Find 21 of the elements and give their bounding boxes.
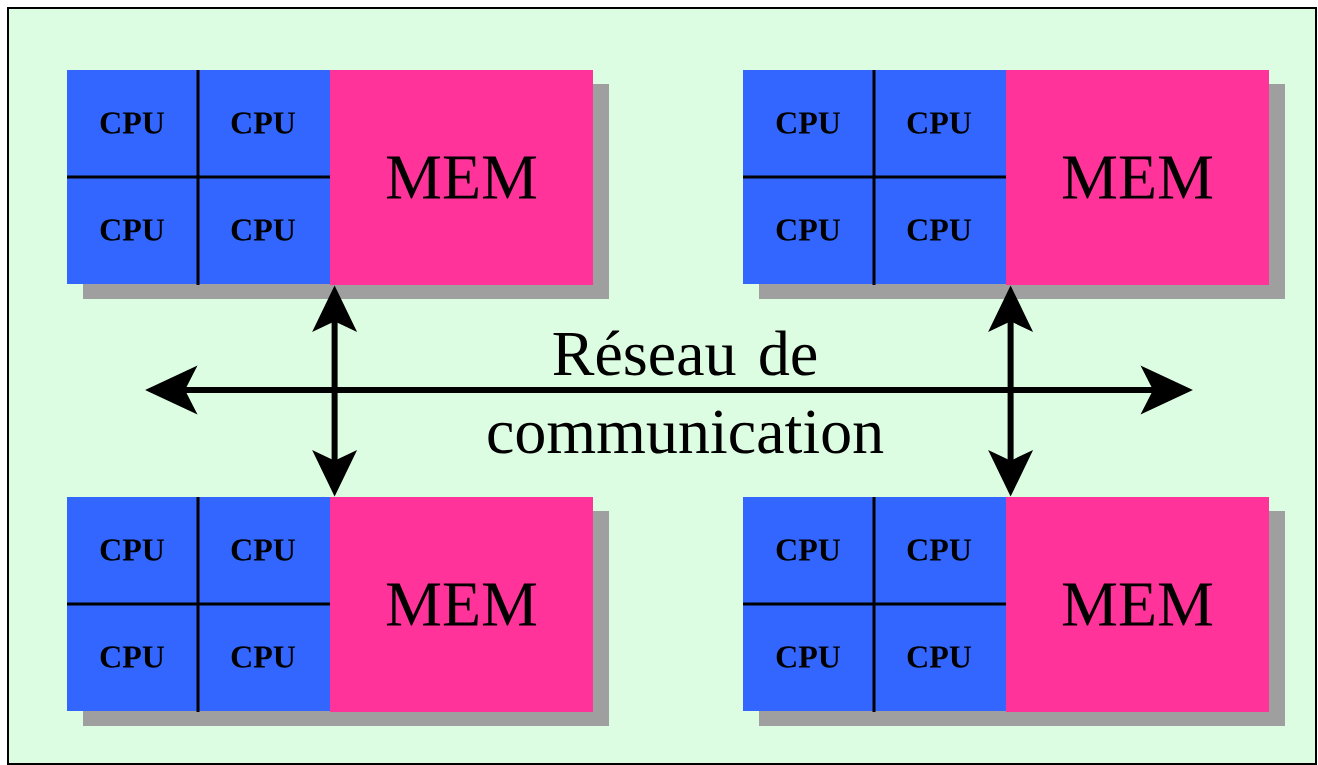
cpu-cell: CPU [776,219,841,241]
memory-box: MEM [1006,497,1269,712]
memory-box: MEM [330,497,593,712]
cpu-cell: CPU [776,112,841,134]
network-label: Réseau de communication [488,330,884,454]
cpu-cell: CPU [231,646,296,668]
memory-box: MEM [330,70,593,285]
cpu-cell: CPU [776,539,841,561]
cpu-cell: CPU [231,219,296,241]
cpu-cell: CPU [100,646,165,668]
cpu-cell: CPU [231,112,296,134]
cpu-cell: CPU [907,646,972,668]
cpu-cell: CPU [100,539,165,561]
cpu-cell: CPU [907,112,972,134]
cpu-cell: CPU [907,539,972,561]
cpu-cell: CPU [100,112,165,134]
cpu-cell: CPU [907,219,972,241]
cpu-cell: CPU [100,219,165,241]
memory-box: MEM [1006,70,1269,285]
cpu-cell: CPU [231,539,296,561]
cpu-cell: CPU [776,646,841,668]
